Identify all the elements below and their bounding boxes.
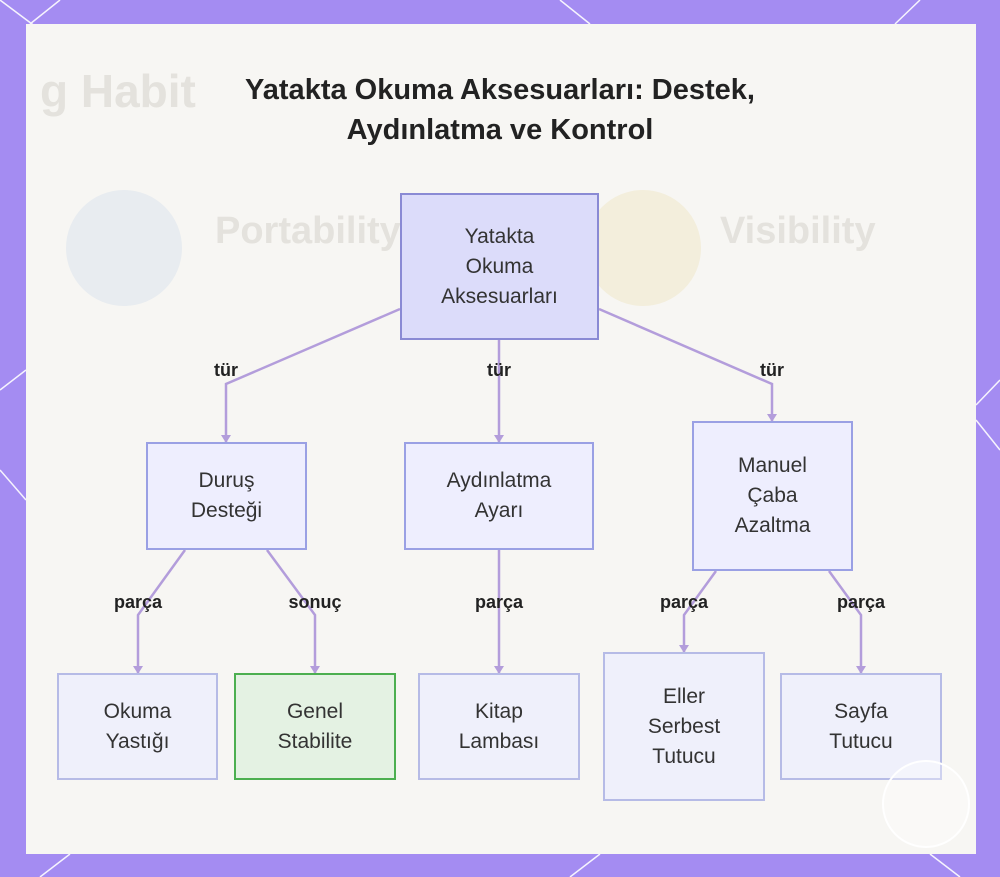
edge-manual-pageholder <box>827 570 866 674</box>
edge-label-posture-pillow: parça <box>113 592 163 612</box>
diagram-title-line1: Yatakta Okuma Aksesuarları: Destek, <box>245 74 755 106</box>
edge-label-manual-pageholder: parça <box>836 592 886 612</box>
watermark-logo-icon <box>882 760 970 848</box>
background-visibility-text: Visibility <box>720 210 876 252</box>
edge-root-posture <box>221 307 401 443</box>
background-lock-icon <box>66 190 182 306</box>
node-lighting-adjustment: Aydınlatma Ayarı <box>404 442 594 550</box>
node-handsfree-holder: Eller Serbest Tutucu <box>603 652 765 801</box>
edge-label-manual-handsfree: parça <box>659 592 709 612</box>
edge-posture-pillow <box>133 549 187 674</box>
node-book-lamp: Kitap Lambası <box>418 673 580 780</box>
edge-manual-handsfree <box>679 570 718 653</box>
edge-label-root-lighting: tür <box>487 360 511 380</box>
edge-label-root-posture: tür <box>214 360 238 380</box>
diagram-title-line2: Aydınlatma ve Kontrol <box>346 114 654 146</box>
edge-root-manual <box>598 307 777 422</box>
edge-posture-stability <box>265 549 320 674</box>
node-general-stability: Genel Stabilite <box>234 673 396 780</box>
background-eye-icon <box>585 190 701 306</box>
node-manual-effort: Manuel Çaba Azaltma <box>692 421 853 571</box>
node-reading-pillow: Okuma Yastığı <box>57 673 218 780</box>
node-posture-support: Duruş Desteği <box>146 442 307 550</box>
node-root: Yatakta Okuma Aksesuarları <box>400 193 599 340</box>
edge-label-posture-stability: sonuç <box>288 592 342 612</box>
edge-label-root-manual: tür <box>760 360 784 380</box>
background-habit-text: g Habit <box>40 65 196 117</box>
background-portability-text: Portability <box>215 210 401 252</box>
edge-label-lighting-lamp: parça <box>474 592 524 612</box>
